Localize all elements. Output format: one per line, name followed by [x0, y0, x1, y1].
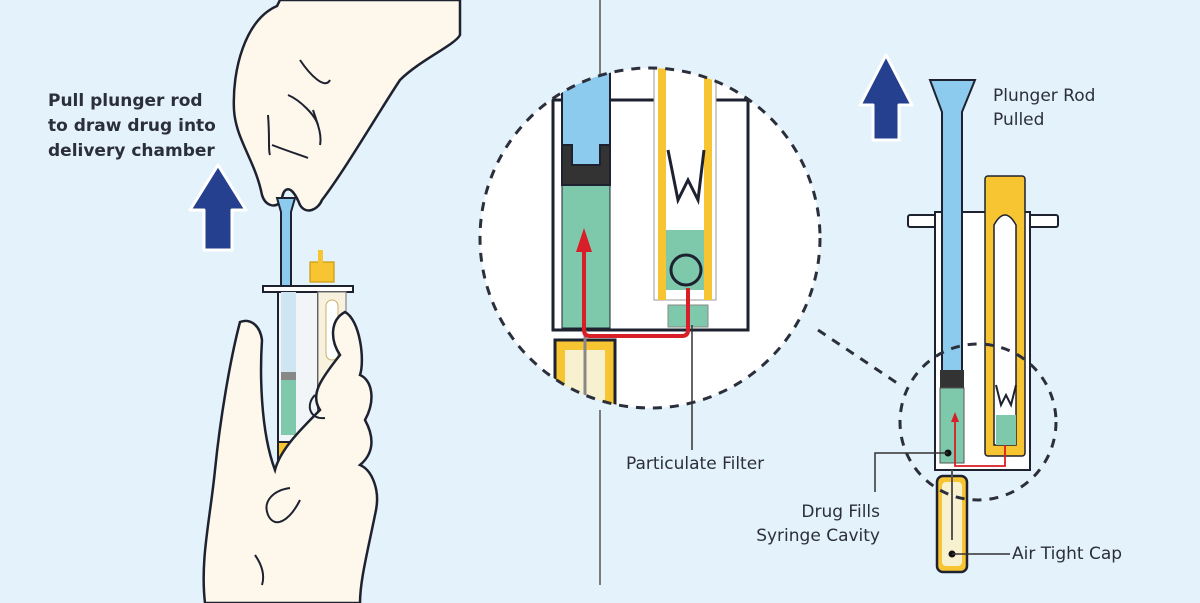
zoom-connector: [817, 328, 901, 387]
up-arrow-icon: [858, 53, 914, 142]
plunger-rod-label: Plunger Rod Pulled: [993, 84, 1095, 132]
left-plunger-rod: [275, 197, 297, 291]
top-hand: [232, 0, 462, 212]
plunger-rod-label-line-2: Pulled: [993, 110, 1045, 130]
right-syringe: [907, 79, 1059, 574]
instruction-line-3: delivery chamber: [48, 141, 215, 161]
drug-leader-line: [874, 452, 948, 492]
instruction-line-2: to draw drug into: [48, 116, 216, 136]
zoom-source-circle: [898, 342, 1058, 502]
flow-arrow-icon: [576, 228, 592, 252]
bottom-hand: [202, 310, 379, 603]
magnified-view: [478, 66, 822, 410]
up-arrow-icon: [188, 163, 248, 252]
instruction-text: Pull plunger rod to draw drug into deliv…: [48, 89, 216, 164]
drug-fills-label: Drug Fills Syringe Cavity: [740, 500, 880, 548]
drug-fills-label-line-2: Syringe Cavity: [756, 526, 880, 546]
particulate-filter-label: Particulate Filter: [626, 454, 765, 474]
plunger-rod-label-line-1: Plunger Rod: [993, 86, 1096, 106]
instruction-line-1: Pull plunger rod: [48, 91, 203, 111]
drug-fills-label-line-1: Drug Fills: [801, 502, 880, 522]
air-tight-cap-label: Air Tight Cap: [1012, 544, 1123, 564]
